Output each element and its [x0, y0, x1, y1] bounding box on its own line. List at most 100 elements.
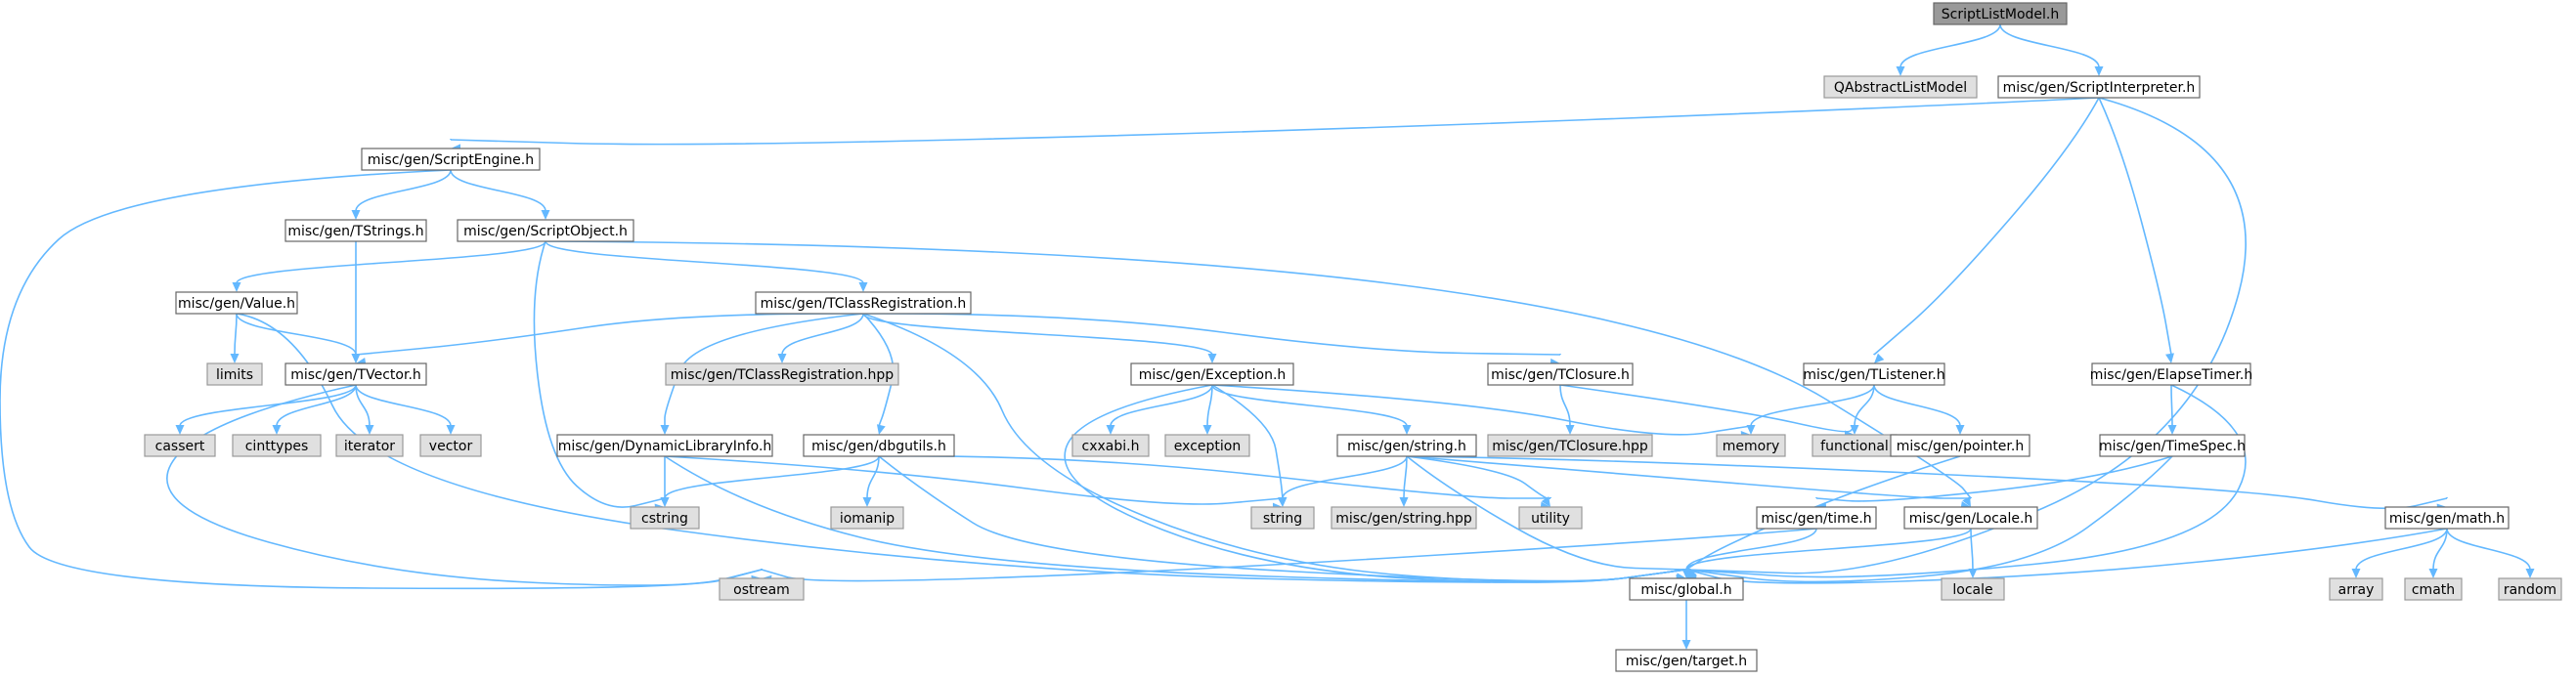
edge-math_h-to-global [1685, 528, 2448, 584]
node-label: exception [1174, 439, 1241, 454]
node-label: ScriptListModel.h [1942, 7, 2059, 22]
node-box [1933, 2, 2068, 25]
node-utility: utility [1518, 506, 1583, 530]
node-limits: limits [206, 362, 263, 386]
node-tclassregistration_hpp: misc/gen/TClassRegistration.hpp [665, 362, 899, 386]
node-box [556, 434, 773, 457]
node-scriptinterpreter[interactable]: misc/gen/ScriptInterpreter.h [1997, 75, 2201, 99]
node-dbgutils[interactable]: misc/gen/dbgutils.h [803, 434, 955, 457]
edge-scriptinterpreter-to-elapsetimer [2098, 97, 2172, 356]
arrowhead-icon [1278, 497, 1288, 507]
node-label: array [2338, 582, 2375, 598]
edge-exception_h-to-string_sys [1211, 384, 1284, 499]
node-random: random [2498, 577, 2562, 601]
node-box [175, 291, 298, 315]
node-label: misc/gen/TListener.h [1803, 367, 1944, 383]
arrowhead-icon [858, 282, 868, 292]
node-box [206, 362, 263, 386]
edge-string_h-to-locale_h [1406, 455, 1971, 499]
arrowhead-icon [1968, 569, 1978, 578]
arrowhead-icon [2167, 425, 2177, 435]
node-label: misc/gen/Value.h [178, 296, 295, 312]
node-box [284, 219, 427, 242]
node-label: misc/gen/dbgutils.h [811, 439, 946, 454]
edge-math_h-to-array [2355, 528, 2448, 571]
node-box [1997, 75, 2201, 99]
node-cmath: cmath [2404, 577, 2463, 601]
node-tvector[interactable]: misc/gen/TVector.h [284, 362, 427, 386]
edge-tclassregistration-to-exception_h [862, 313, 1213, 356]
arrowhead-icon [232, 282, 241, 292]
node-tlistener[interactable]: misc/gen/TListener.h [1803, 362, 1945, 386]
node-timespec[interactable]: misc/gen/TimeSpec.h [2099, 434, 2246, 457]
node-pointer[interactable]: misc/gen/pointer.h [1890, 434, 2030, 457]
node-locale_h[interactable]: misc/gen/Locale.h [1903, 506, 2038, 530]
node-label: misc/gen/TClassRegistration.hpp [671, 367, 895, 383]
node-scriptlistmodel[interactable]: ScriptListModel.h [1933, 2, 2068, 25]
node-time_h[interactable]: misc/gen/time.h [1756, 506, 1877, 530]
node-locale_sys: locale [1941, 577, 2005, 601]
edge-dynamiclibraryinfo-to-string_sys [664, 455, 1284, 505]
node-box [1756, 506, 1877, 530]
node-global[interactable]: misc/global.h [1629, 577, 1744, 601]
node-box [1890, 434, 2030, 457]
node-label: misc/gen/ElapseTimer.h [2090, 367, 2253, 383]
arrowhead-icon [1106, 425, 1115, 435]
edge-locale_h-to-global [1685, 528, 1972, 571]
edge-tclassregistration-to-dynamiclibraryinfo [664, 313, 864, 426]
node-scriptobject[interactable]: misc/gen/ScriptObject.h [457, 219, 634, 242]
edge-scriptlistmodel-to-qabstractlistmodel [1899, 23, 2001, 68]
node-box [1941, 577, 2005, 601]
node-label: misc/gen/ScriptEngine.h [368, 152, 534, 168]
node-cstring: cstring [630, 506, 700, 530]
edge-tlistener-to-functional [1854, 384, 1875, 427]
edge-string_h-to-utility [1406, 455, 1550, 499]
node-label: ostream [733, 582, 790, 598]
node-elapsetimer[interactable]: misc/gen/ElapseTimer.h [2090, 362, 2253, 386]
edge-value-to-limits [234, 313, 238, 356]
arrowhead-icon [446, 425, 456, 435]
node-tclassregistration[interactable]: misc/gen/TClassRegistration.h [755, 291, 972, 315]
edge-timespec-to-time_h [1815, 455, 2173, 502]
node-label: cinttypes [245, 439, 309, 454]
node-scriptengine[interactable]: misc/gen/ScriptEngine.h [361, 148, 541, 171]
node-string_h[interactable]: misc/gen/string.h [1336, 434, 1477, 457]
node-label: misc/gen/TClassRegistration.h [761, 296, 967, 312]
edge-string_h-to-global [1406, 455, 1687, 571]
node-label: misc/gen/target.h [1626, 654, 1747, 669]
edge-tclassregistration-to-tvector [355, 313, 864, 356]
node-box [1903, 506, 2038, 530]
node-tclosure[interactable]: misc/gen/TClosure.h [1487, 362, 1634, 386]
node-functional: functional [1812, 434, 1898, 457]
node-target[interactable]: misc/gen/target.h [1615, 649, 1758, 672]
node-iterator: iterator [335, 434, 404, 457]
edge-tclosure-to-functional [1559, 384, 1856, 433]
edge-scriptlistmodel-to-scriptinterpreter [1999, 23, 2100, 68]
edge-tvector-to-cinttypes [276, 384, 357, 427]
node-box [1823, 75, 1978, 99]
node-label: misc/gen/TVector.h [290, 367, 421, 383]
edge-exception_h-to-memory [1211, 384, 1752, 436]
node-box [2384, 506, 2510, 530]
edge-dynamiclibraryinfo-to-global [664, 455, 1687, 583]
arrowhead-icon [1746, 425, 1756, 435]
node-label: random [2504, 582, 2556, 598]
edge-scriptengine-to-tstrings [355, 169, 452, 212]
arrowhead-icon [1850, 425, 1859, 435]
node-label: misc/gen/math.h [2389, 511, 2505, 527]
node-array: array [2329, 577, 2383, 601]
node-value[interactable]: misc/gen/Value.h [175, 291, 298, 315]
node-label: misc/gen/time.h [1761, 511, 1871, 527]
arrowhead-icon [1207, 354, 1217, 363]
node-label: misc/gen/ScriptInterpreter.h [2003, 80, 2196, 96]
node-exception_h[interactable]: misc/gen/Exception.h [1130, 362, 1294, 386]
arrowhead-icon [2351, 569, 2361, 578]
edge-scriptinterpreter-to-tlistener [1873, 97, 2100, 356]
node-box [2329, 577, 2383, 601]
node-math_h[interactable]: misc/gen/math.h [2384, 506, 2510, 530]
node-tstrings[interactable]: misc/gen/TStrings.h [284, 219, 427, 242]
node-box [1803, 362, 1945, 386]
node-dynamiclibraryinfo[interactable]: misc/gen/DynamicLibraryInfo.h [556, 434, 773, 457]
